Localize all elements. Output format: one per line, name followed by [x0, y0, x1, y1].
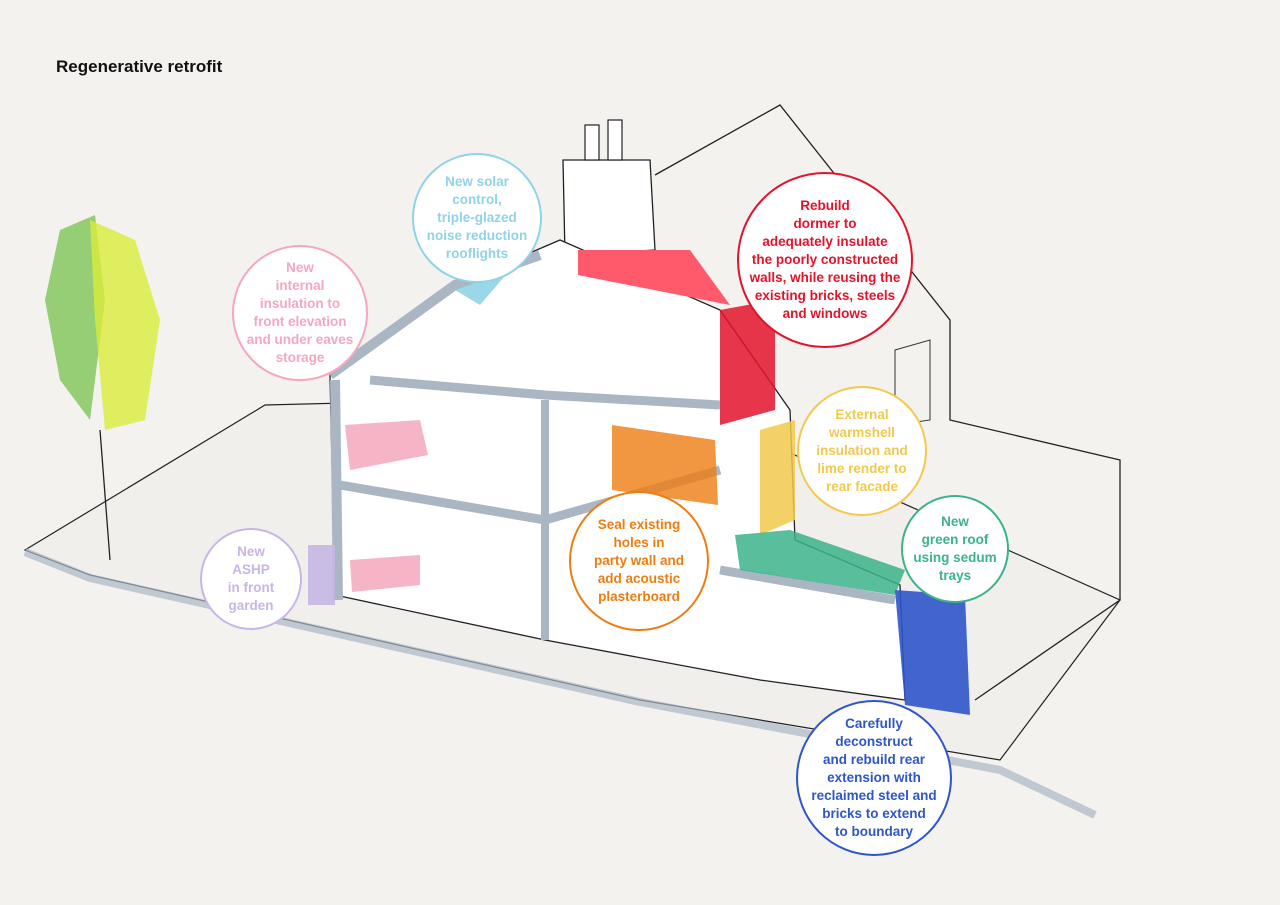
callout-ashp: New ASHP in front garden: [200, 528, 302, 630]
neighbour-house-outline: [654, 104, 1121, 701]
chimney-pot-right: [607, 119, 623, 161]
front-wall: [330, 379, 343, 601]
party-wall-insulation-area: [612, 425, 718, 505]
callout-rear-extension: Carefully deconstruct and rebuild rear e…: [796, 700, 952, 856]
page-title: Regenerative retrofit: [56, 57, 223, 76]
callout-ashp-text: New ASHP in front garden: [227, 544, 275, 613]
callout-dormer-text: Rebuild dormer to adequately insulate th…: [749, 198, 901, 321]
callout-internal-insulation-text: New internal insulation to front elevati…: [246, 260, 354, 365]
rear-extension-area: [895, 590, 970, 715]
tree-canopy-light: [90, 220, 160, 430]
callout-rooflights-text: New solar control, triple-glazed noise r…: [426, 174, 528, 261]
dormer-area: [578, 250, 730, 305]
callout-green-roof-text: New green roof using sedum trays: [913, 514, 997, 583]
callout-rooflights: New solar control, triple-glazed noise r…: [412, 153, 542, 283]
callout-warmshell: External warmshell insulation and lime r…: [797, 386, 927, 516]
callout-warmshell-text: External warmshell insulation and lime r…: [816, 407, 908, 494]
callout-green-roof: New green roof using sedum trays: [901, 495, 1009, 603]
callout-dormer: Rebuild dormer to adequately insulate th…: [737, 172, 913, 348]
tree-trunk: [99, 429, 111, 561]
internal-insulation-area: [345, 420, 428, 470]
top-floor-slab: [369, 375, 721, 410]
rear-extension-roof: [719, 565, 896, 605]
green-roof-area: [735, 530, 905, 595]
callout-internal-insulation: New internal insulation to front elevati…: [232, 245, 368, 381]
internal-insulation-lower: [350, 555, 420, 592]
ashp-unit: [308, 545, 335, 605]
chimney: [562, 159, 656, 256]
callout-party-wall: Seal existing holes in party wall and ad…: [569, 491, 709, 631]
pavement-edge: [23, 548, 1097, 819]
dormer-wall: [720, 300, 775, 425]
warmshell-area: [760, 420, 795, 535]
callout-rear-extension-text: Carefully deconstruct and rebuild rear e…: [811, 716, 937, 839]
tree-canopy-dark: [45, 215, 105, 420]
chimney-pot-left: [584, 124, 600, 161]
callout-party-wall-text: Seal existing holes in party wall and ad…: [593, 517, 685, 604]
